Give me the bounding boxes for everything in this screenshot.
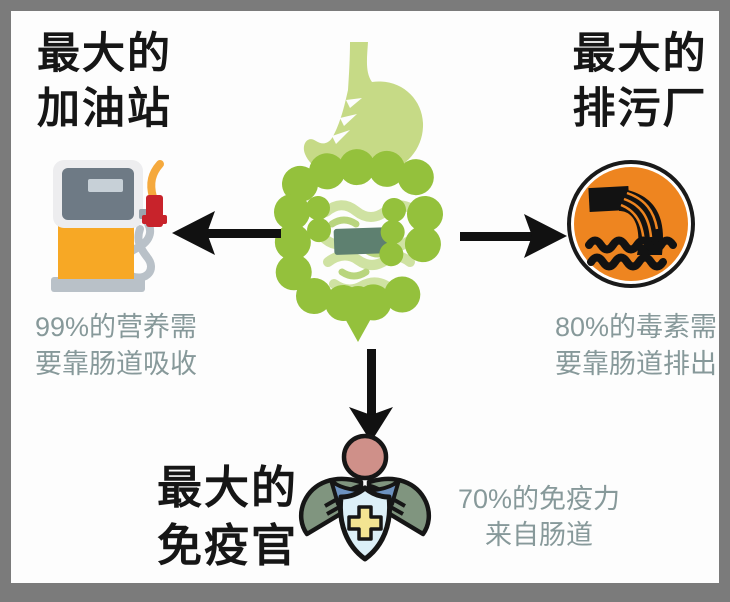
fuel-pump-icon bbox=[51, 160, 167, 292]
sewage-caption-line2: 要靠肠道排出 bbox=[555, 349, 717, 379]
immune-caption: 70%的免疫力 来自肠道 bbox=[453, 481, 625, 553]
canvas: 最大的 加油站 99%的营养需 要靠肠道吸收 bbox=[11, 11, 719, 583]
immune-title-line1: 最大的 bbox=[157, 463, 299, 513]
fuel-title-line1: 最大的 bbox=[37, 31, 172, 78]
sewage-title-line2: 排污厂 bbox=[572, 86, 708, 133]
nozzle-flange bbox=[142, 215, 167, 224]
gut-dark-patch bbox=[333, 227, 393, 255]
pump-base bbox=[51, 277, 145, 292]
immune-caption-line2: 来自肠道 bbox=[485, 520, 593, 550]
pump-screen-display bbox=[88, 179, 123, 192]
sewage-outfall-icon bbox=[567, 160, 695, 288]
immune-caption-line1: 70%的免疫力 bbox=[457, 484, 621, 514]
sewage-title-line1: 最大的 bbox=[572, 31, 708, 78]
arrow-head bbox=[349, 407, 393, 442]
immune-title-line2: 免疫官 bbox=[157, 521, 299, 571]
stomach bbox=[303, 42, 424, 180]
sewage-caption-line1: 80%的毒素需 bbox=[554, 312, 718, 342]
arrow-shaft bbox=[205, 229, 281, 238]
flow-stripe bbox=[623, 197, 653, 238]
arrow-head bbox=[524, 214, 567, 258]
outfall-pipe bbox=[588, 185, 630, 213]
fuel-caption-line1: 99%的营养需 bbox=[35, 312, 198, 342]
sewage-plant-title: 最大的 排污厂 bbox=[565, 27, 715, 137]
arrow-shaft bbox=[460, 232, 534, 241]
nozzle-handle bbox=[147, 160, 164, 201]
arrow-head bbox=[172, 211, 215, 255]
arrow-down-icon bbox=[349, 349, 393, 442]
fuel-caption-line2: 要靠肠道吸收 bbox=[35, 349, 197, 379]
stomach-fold bbox=[332, 130, 350, 144]
immune-guard-icon bbox=[298, 433, 432, 562]
guard-head bbox=[341, 433, 389, 481]
fuel-caption: 99%的营养需 要靠肠道吸收 bbox=[35, 309, 197, 383]
gut-intestines-illustration bbox=[274, 42, 448, 342]
flow-stripe bbox=[626, 191, 659, 230]
outfall-flow bbox=[619, 189, 663, 255]
water-wave bbox=[585, 236, 677, 254]
water-wave bbox=[587, 253, 667, 271]
immune-officer-title: 最大的 免疫官 bbox=[157, 459, 298, 575]
sewage-caption: 80%的毒素需 要靠肠道排出 bbox=[541, 309, 730, 383]
arrow-right-icon bbox=[460, 214, 567, 258]
fuel-station-title: 最大的 加油站 bbox=[37, 27, 172, 137]
fuel-title-line2: 加油站 bbox=[37, 86, 172, 133]
stomach-fold bbox=[340, 114, 357, 126]
arrow-left-icon bbox=[172, 211, 281, 255]
rectum bbox=[338, 306, 378, 342]
large-intestine-inner bbox=[306, 196, 406, 272]
stomach-fold bbox=[346, 98, 362, 108]
pump-screen bbox=[62, 168, 134, 220]
shield-cross bbox=[347, 505, 383, 541]
arrow-shaft bbox=[367, 349, 376, 417]
